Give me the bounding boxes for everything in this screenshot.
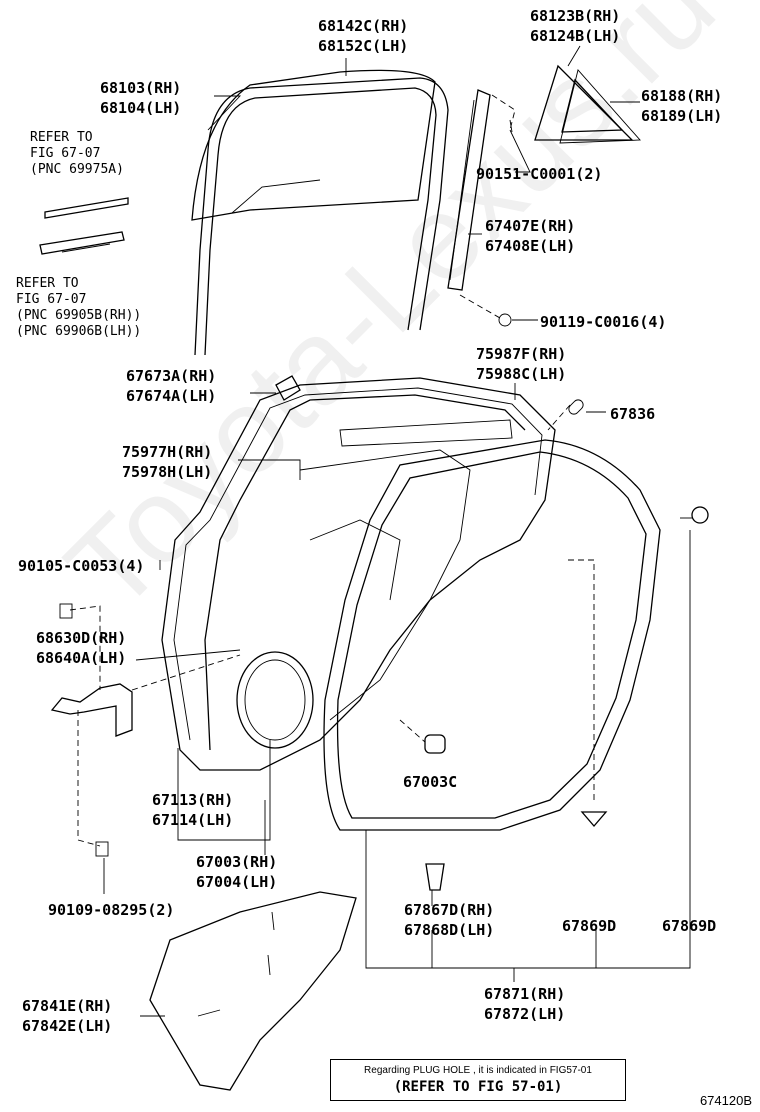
label-67869-a: 67869D xyxy=(562,917,617,935)
leader-lines xyxy=(103,45,691,1017)
quarter-window-glass xyxy=(534,64,641,144)
note-text: Regarding PLUG HOLE , it is indicated in… xyxy=(364,1065,592,1076)
label-67003c: 67003C xyxy=(403,773,458,791)
service-hole-cover xyxy=(149,891,357,1091)
label-90109: 90109-08295(2) xyxy=(48,901,175,919)
label-68630: 68630D(RH)68640A(LH) xyxy=(36,629,127,667)
label-75977: 75977H(RH)75978H(LH) xyxy=(122,443,213,481)
label-68103: 68103(RH)68104(LH) xyxy=(100,79,182,117)
label-67113: 67113(RH)67114(LH) xyxy=(152,791,234,829)
fasteners xyxy=(275,375,709,891)
label-90151: 90151-C0001(2) xyxy=(476,165,603,183)
note-reference: (REFER TO FIG 57-01) xyxy=(393,1079,563,1095)
label-67871: 67871(RH)67872(LH) xyxy=(484,985,566,1023)
label-67673: 67673A(RH)67674A(LH) xyxy=(126,367,217,405)
label-90119: 90119-C0016(4) xyxy=(540,313,667,331)
label-68123: 68123B(RH)68124B(LH) xyxy=(530,7,621,45)
belt-mouldings xyxy=(39,197,129,255)
diagram-code: 674120B xyxy=(699,1093,752,1108)
label-68188: 68188(RH)68189(LH) xyxy=(641,87,723,125)
label-67867: 67867D(RH)67868D(LH) xyxy=(404,901,495,939)
door-panel xyxy=(161,377,556,771)
division-bar xyxy=(447,89,516,327)
label-67407: 67407E(RH)67408E(LH) xyxy=(485,217,576,255)
label-67836: 67836 xyxy=(610,405,656,423)
door-hinge xyxy=(50,603,241,857)
plug-hole-note: Regarding PLUG HOLE , it is indicated in… xyxy=(330,1059,626,1101)
label-67003: 67003(RH)67004(LH) xyxy=(196,853,278,891)
door-weatherstrip xyxy=(323,439,661,831)
label-67869-b: 67869D xyxy=(662,917,717,935)
door-glass xyxy=(191,69,436,221)
glass-run-channel xyxy=(194,77,449,356)
label-90105: 90105-C0053(4) xyxy=(18,557,145,575)
label-67841: 67841E(RH)67842E(LH) xyxy=(22,997,113,1035)
label-75987: 75987F(RH)75988C(LH) xyxy=(476,345,567,383)
label-68142: 68142C(RH)68152C(LH) xyxy=(318,17,409,55)
